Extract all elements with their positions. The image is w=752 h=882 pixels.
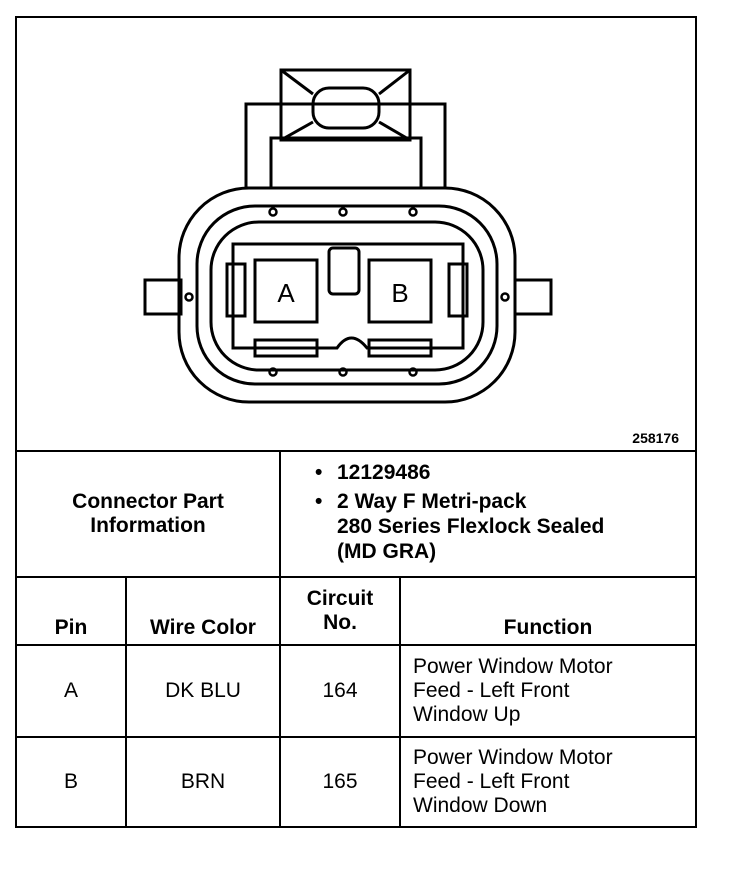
terminal-b	[367, 258, 433, 324]
latch-slot-left	[253, 338, 319, 358]
pin-label-a: A	[277, 278, 295, 308]
header-circuit-no: Circuit No.	[306, 587, 374, 634]
part-description: 2 Way F Metri-pack 280 Series Flexlock S…	[337, 490, 605, 563]
bullet: •	[315, 490, 323, 513]
row-a-wire-color: DK BLU	[165, 679, 241, 702]
header-wire-color: Wire Color	[150, 616, 256, 639]
connector-sheet: A B 258176 Connector Part Information • …	[15, 16, 697, 828]
header-function: Function	[503, 616, 593, 639]
part-info-item: • 12129486	[307, 460, 697, 485]
divider-col-info	[279, 450, 281, 826]
left-ear	[143, 278, 183, 316]
header-pin: Pin	[54, 616, 88, 639]
locator-slot-right	[447, 262, 469, 318]
part-info-list: • 12129486 • 2 Way F Metri-pack 280 Seri…	[307, 460, 697, 568]
divider-row-a	[17, 736, 695, 738]
divider-part-info	[17, 576, 695, 578]
terminal-a	[253, 258, 319, 324]
housing-inner-ring	[195, 204, 499, 386]
locator-slot-left	[225, 262, 247, 318]
polarizing-key	[327, 246, 361, 296]
latch-slot-right	[367, 338, 433, 358]
divider-col-pin	[125, 576, 127, 826]
row-a-pin: A	[63, 679, 78, 702]
divider-diagram	[17, 450, 695, 452]
row-b-pin: B	[63, 770, 78, 793]
pin-label-b: B	[391, 278, 408, 308]
connector-housing	[177, 186, 517, 404]
row-b-function: Power Window Motor Feed - Left Front Win…	[413, 746, 613, 817]
figure-number: 258176	[632, 430, 679, 446]
part-number: 12129486	[337, 461, 431, 484]
connector-diagram: A B	[143, 68, 553, 404]
row-b-circuit-no: 165	[322, 770, 358, 793]
part-info-item: • 2 Way F Metri-pack 280 Series Flexlock…	[307, 489, 697, 564]
row-a-circuit-no: 164	[322, 679, 358, 702]
divider-col-circuit	[399, 576, 401, 826]
rivets	[184, 207, 510, 377]
lock-tab	[244, 68, 447, 190]
row-a-function: Power Window Motor Feed - Left Front Win…	[413, 655, 613, 726]
bullet: •	[315, 461, 323, 484]
connector-info-label: Connector Part Information	[72, 490, 224, 537]
right-ear	[513, 278, 553, 316]
divider-header	[17, 644, 695, 646]
row-b-wire-color: BRN	[180, 770, 226, 793]
cavity-outline	[231, 242, 465, 350]
